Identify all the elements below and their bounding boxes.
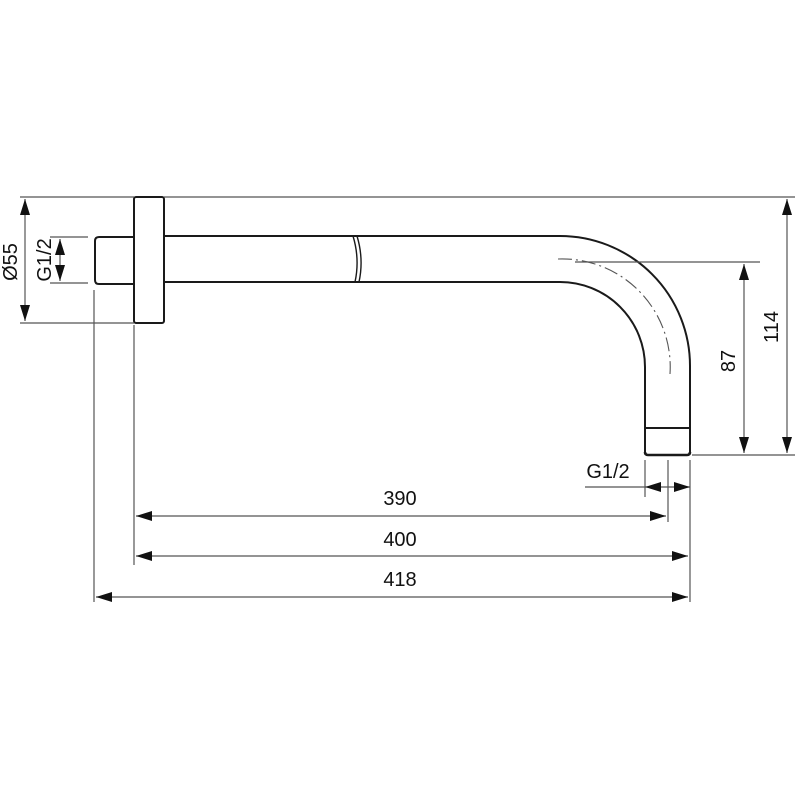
pipe-outer-edge [164, 235, 691, 452]
label-length-400: 400 [383, 529, 416, 551]
label-length-418: 418 [383, 569, 416, 591]
bend-centerline [557, 258, 671, 375]
label-flange-diameter: Ø55 [0, 243, 22, 281]
dimension-height-114 [782, 199, 792, 453]
shower-arm [94, 196, 692, 457]
wall-flange [133, 196, 165, 324]
dimension-height-87 [739, 264, 749, 453]
dimension-length-418 [96, 592, 688, 602]
inlet-thread-stub [94, 236, 134, 285]
dimension-flange-diameter [20, 199, 30, 321]
pipe-inner-edge [164, 281, 646, 452]
extension-lines [20, 196, 795, 602]
dimension-outlet-thread [585, 482, 690, 492]
outlet-end [643, 451, 692, 457]
break-mark [356, 235, 362, 283]
dimension-inlet-thread [55, 239, 65, 281]
label-outlet-thread: G1/2 [586, 461, 629, 483]
dimension-length-390 [136, 511, 666, 521]
label-inlet-thread: G1/2 [34, 238, 56, 281]
dimension-length-400 [136, 551, 688, 561]
label-length-390: 390 [383, 488, 416, 510]
label-height-114: 114 [761, 311, 783, 343]
break-mark [352, 235, 358, 283]
label-height-87: 87 [718, 350, 740, 372]
